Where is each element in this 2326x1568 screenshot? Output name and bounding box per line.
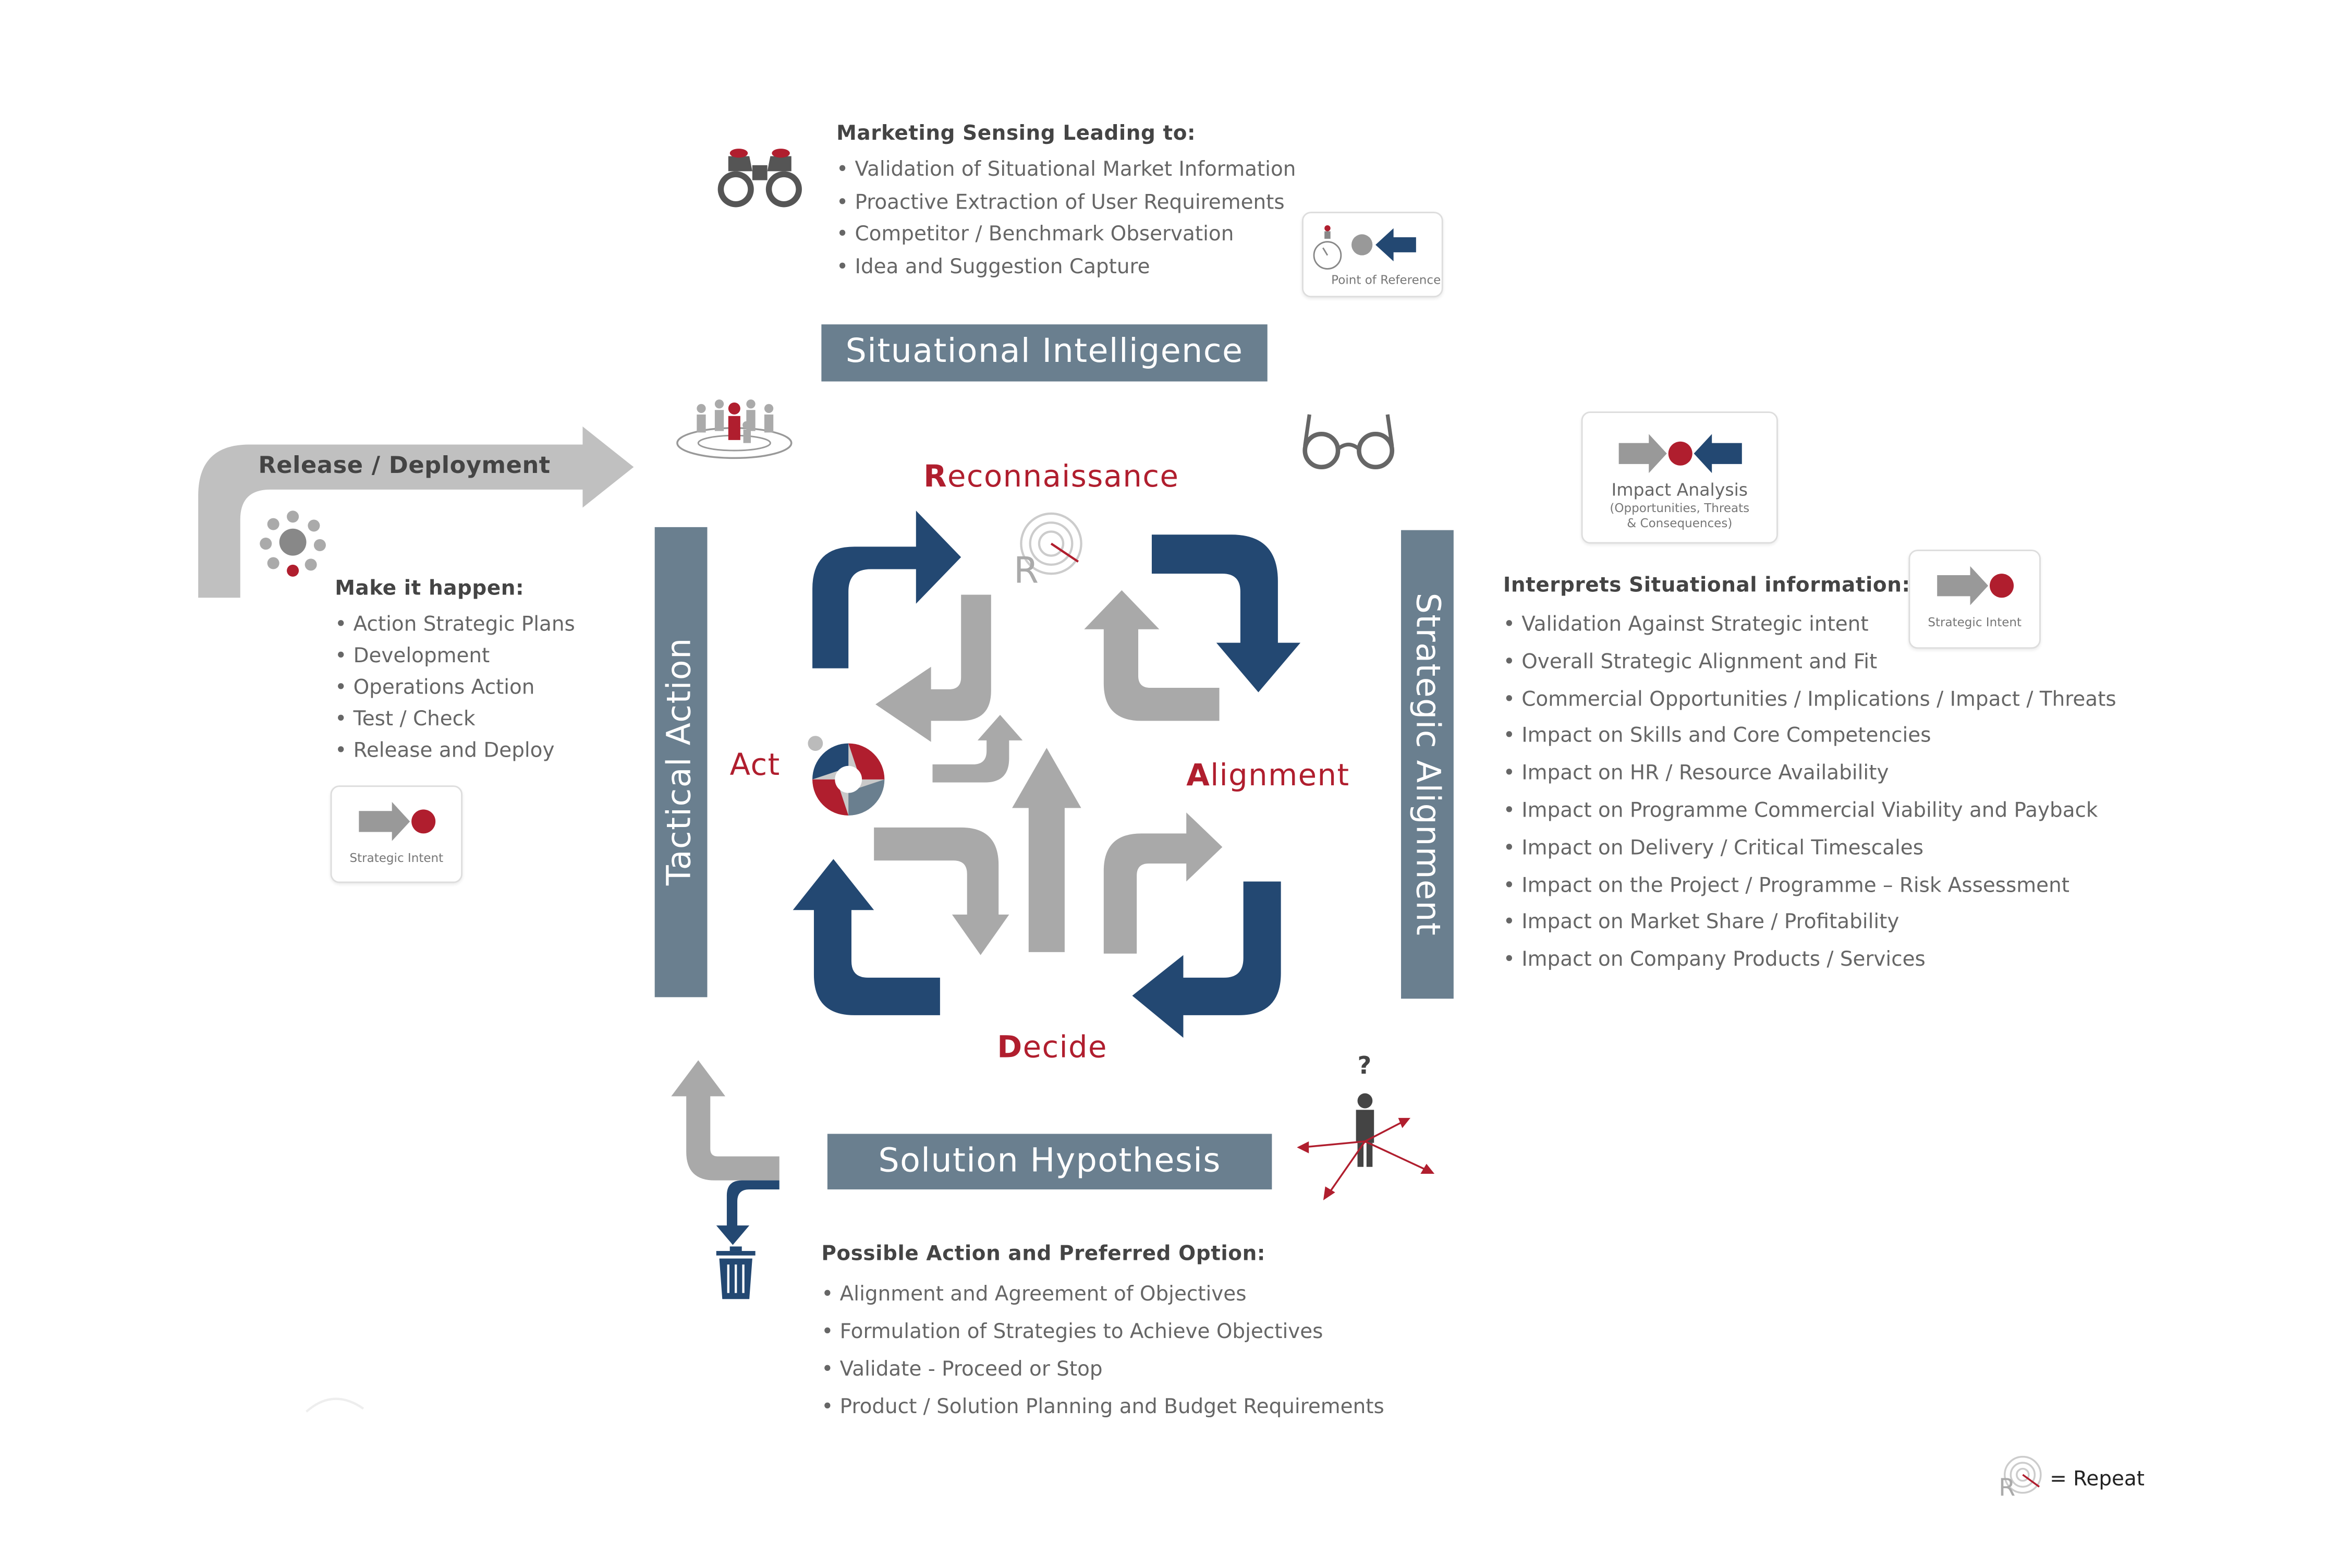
list-item: Release and Deploy bbox=[335, 736, 575, 767]
decide-first-letter: D bbox=[997, 1028, 1023, 1065]
grey-arrow-bottom-right-inner bbox=[1103, 812, 1223, 954]
decide-rest: ecide bbox=[1022, 1028, 1107, 1065]
list-item: Impact on HR / Resource Availability bbox=[1503, 756, 2116, 793]
navy-arrow-top-left bbox=[812, 510, 961, 668]
navy-arrow-top-right bbox=[1151, 534, 1301, 692]
solution-heading: Possible Action and Preferred Option: bbox=[821, 1242, 1265, 1266]
question-mark: ? bbox=[1357, 1051, 1372, 1080]
navy-arrow-bottom-left bbox=[793, 859, 940, 1015]
act-label: Act bbox=[729, 746, 781, 783]
solution-list: Alignment and Agreement of Objectives Fo… bbox=[821, 1277, 1384, 1427]
strategic-alignment-bar: Strategic Alignment bbox=[1401, 530, 1454, 999]
list-item: Development bbox=[335, 641, 575, 673]
stopwatch-icon bbox=[1313, 225, 1342, 270]
list-item: Impact on the Project / Programme – Risk… bbox=[1503, 867, 2116, 904]
team-meeting-icon bbox=[674, 395, 794, 463]
list-item: Operations Action bbox=[335, 673, 575, 704]
list-item: Test / Check bbox=[335, 704, 575, 736]
impact-analysis-title: Impact Analysis bbox=[1611, 479, 1748, 501]
situational-intelligence-bar: Situational Intelligence bbox=[821, 324, 1268, 382]
grey-arrow-top-right-inner bbox=[1084, 590, 1220, 721]
point-of-reference-caption: Point of Reference bbox=[1331, 273, 1441, 287]
list-item: Commercial Opportunities / Implications … bbox=[1503, 681, 2116, 718]
point-of-reference-card: Point of Reference bbox=[1301, 212, 1443, 298]
binoculars-icon bbox=[713, 144, 807, 210]
solution-hypothesis-bar: Solution Hypothesis bbox=[827, 1134, 1272, 1189]
list-item: Competitor / Benchmark Observation bbox=[836, 220, 1296, 253]
legend-repeat-icon: R bbox=[1997, 1454, 2045, 1505]
grey-arrow-small-up bbox=[932, 714, 1023, 783]
aperture-icon bbox=[803, 732, 891, 822]
list-item: Alignment and Agreement of Objectives bbox=[821, 1277, 1384, 1314]
legend-r-glyph: R bbox=[1999, 1473, 2016, 1502]
decide-label: Decide bbox=[997, 1029, 1107, 1065]
list-item: Impact on Delivery / Critical Timescales bbox=[1503, 830, 2116, 867]
strategic-list: Validation Against Strategic intent Over… bbox=[1503, 607, 2116, 979]
tactical-action-bar: Tactical Action bbox=[654, 527, 708, 998]
glasses-icon bbox=[1299, 408, 1401, 475]
list-item: Impact on Programme Commercial Viability… bbox=[1503, 793, 2116, 830]
repeat-r-glyph: R bbox=[1014, 550, 1039, 592]
legend-label: = Repeat bbox=[2050, 1467, 2145, 1491]
reconnaissance-first-letter: R bbox=[923, 458, 948, 494]
strategic-intent-icon bbox=[1937, 566, 2014, 605]
navy-arrow-bottom-right bbox=[1132, 881, 1281, 1038]
impact-analysis-card: Impact Analysis (Opportunities, Threats … bbox=[1581, 411, 1778, 544]
strategic-intent-icon bbox=[359, 801, 436, 841]
list-item: Proactive Extraction of User Requirement… bbox=[836, 187, 1296, 220]
list-item: Idea and Suggestion Capture bbox=[836, 252, 1296, 285]
list-item: Overall Strategic Alignment and Fit bbox=[1503, 644, 2116, 681]
list-item: Validation of Situational Market Informa… bbox=[836, 155, 1296, 188]
list-item: Formulation of Strategies to Achieve Obj… bbox=[821, 1314, 1384, 1352]
trash-icon bbox=[715, 1246, 757, 1300]
grey-arrow-top-left-inner bbox=[875, 594, 991, 742]
alignment-label: Alignment bbox=[1186, 757, 1349, 793]
impact-analysis-subtitle-2: & Consequences) bbox=[1627, 516, 1733, 530]
reconnaissance-rest: econnaissance bbox=[947, 458, 1179, 494]
list-item: Impact on Skills and Core Competencies bbox=[1503, 719, 2116, 756]
alignment-first-letter: A bbox=[1186, 757, 1211, 793]
make-it-happen-heading: Make it happen: bbox=[335, 576, 525, 601]
strategic-intent-card-left: Strategic Intent bbox=[330, 785, 463, 883]
alignment-rest: lignment bbox=[1210, 757, 1350, 793]
situational-heading: Marketing Sensing Leading to: bbox=[836, 121, 1196, 146]
release-deployment-label: Release / Deployment bbox=[258, 452, 551, 479]
grey-arrow-center-up bbox=[1012, 748, 1081, 952]
network-hub-icon bbox=[258, 507, 327, 577]
reconnaissance-label: Reconnaissance bbox=[923, 458, 1179, 494]
make-it-happen-list: Action Strategic Plans Development Opera… bbox=[335, 610, 575, 767]
reference-arrow-icon bbox=[1351, 228, 1416, 262]
impact-analysis-icon bbox=[1618, 434, 1742, 473]
list-item: Product / Solution Planning and Budget R… bbox=[821, 1389, 1384, 1427]
strategic-intent-caption-left: Strategic Intent bbox=[349, 851, 444, 865]
situational-list: Validation of Situational Market Informa… bbox=[836, 155, 1296, 285]
repeat-target-icon: R bbox=[1009, 510, 1087, 592]
impact-analysis-subtitle-1: (Opportunities, Threats bbox=[1610, 501, 1750, 515]
list-item: Impact on Company Products / Services bbox=[1503, 942, 2116, 979]
grey-arrow-bottom-left-inner bbox=[874, 827, 1009, 955]
list-item: Action Strategic Plans bbox=[335, 610, 575, 641]
list-item: Impact on Market Share / Profitability bbox=[1503, 905, 2116, 942]
legend: R = Repeat bbox=[1997, 1454, 2162, 1505]
strategic-heading: Interprets Situational information: bbox=[1503, 574, 1910, 598]
list-item: Validate - Proceed or Stop bbox=[821, 1352, 1384, 1389]
decision-person-icon: ? bbox=[1295, 1051, 1438, 1201]
list-item: Validation Against Strategic intent bbox=[1503, 607, 2116, 644]
faint-decoration bbox=[306, 1397, 364, 1413]
